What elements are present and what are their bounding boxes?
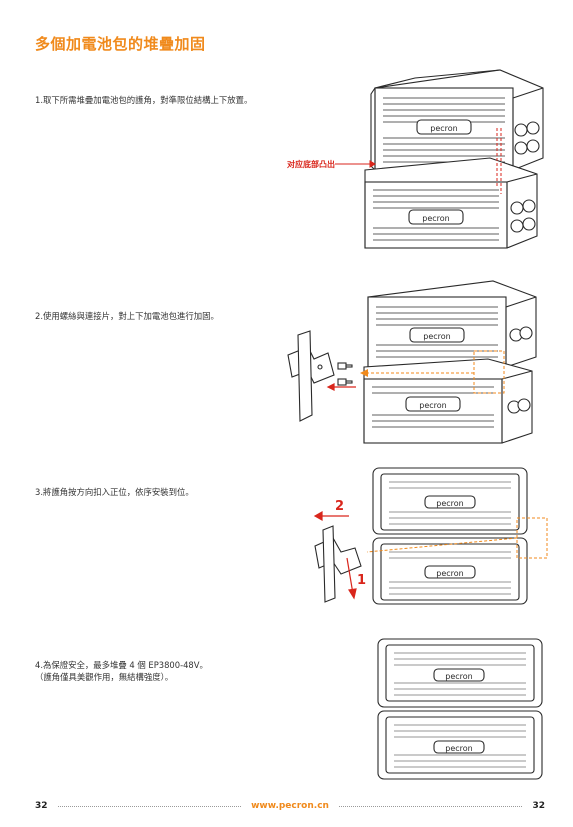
step-4-text: 4.為保證安全，最多堆疊 4 個 EP3800-48V。 （護角僅具美觀作用，無…	[35, 659, 208, 683]
arrow-1-label: 1	[357, 573, 366, 588]
figure-1-callout: 对应底部凸出	[287, 159, 335, 169]
page-number-left: 32	[35, 801, 48, 811]
figure-2-brand-bottom: pecron	[419, 401, 446, 410]
arrow-2-label: 2	[335, 499, 344, 514]
figure-3-corner-guard: pecron pecron 2 1	[313, 467, 548, 605]
top-battery-pack	[370, 69, 544, 171]
screws	[337, 362, 353, 386]
step-1-text: 1.取下所需堆疊加電池包的護角，對準限位結構上下放置。	[35, 95, 253, 105]
upper-battery-pack	[367, 280, 537, 368]
website-link[interactable]: www.pecron.cn	[251, 801, 329, 811]
detail-highlight	[366, 517, 548, 559]
figure-3-brand-top: pecron	[436, 499, 463, 508]
figure-4-stacked: pecron pecron	[377, 638, 543, 780]
step-3-text: 3.將護角按方向扣入正位，依序安裝到位。	[35, 487, 194, 497]
step-4-main: 4.為保證安全，最多堆疊 4 個 EP3800-48V。	[35, 660, 208, 670]
corner-guard-piece	[314, 525, 362, 603]
footer-divider-right	[338, 805, 523, 807]
figure-1-stacking: pecron pecron 对应底部凸出	[287, 69, 544, 249]
figure-2-brand-top: pecron	[423, 332, 450, 341]
direction-arrows	[313, 510, 357, 600]
figure-3-brand-bottom: pecron	[436, 569, 463, 578]
bottom-battery-pack	[364, 157, 538, 249]
front-view-packs	[372, 467, 528, 605]
step-2-text: 2.使用螺絲與連接片，對上下加電池包進行加固。	[35, 311, 219, 321]
figure-1-brand-top: pecron	[430, 124, 457, 133]
insert-arrow	[326, 383, 356, 391]
page-title: 多個加電池包的堆疊加固	[35, 35, 206, 53]
connector-plate	[287, 330, 335, 422]
figure-4-brand-bottom: pecron	[445, 744, 472, 753]
detail-highlight	[360, 350, 505, 394]
figure-1-brand-bottom: pecron	[422, 214, 449, 223]
alignment-guide-lines	[335, 128, 502, 194]
footer-divider-left	[57, 805, 242, 807]
page-footer: 32 www.pecron.cn 32	[35, 799, 545, 813]
step-4-note: （護角僅具美觀作用，無結構強度）。	[35, 672, 174, 682]
lower-battery-pack	[363, 358, 533, 444]
figure-4-brand-top: pecron	[445, 672, 472, 681]
page-number-right: 32	[532, 801, 546, 811]
figure-2-reinforcement: pecron pecron	[287, 280, 537, 444]
